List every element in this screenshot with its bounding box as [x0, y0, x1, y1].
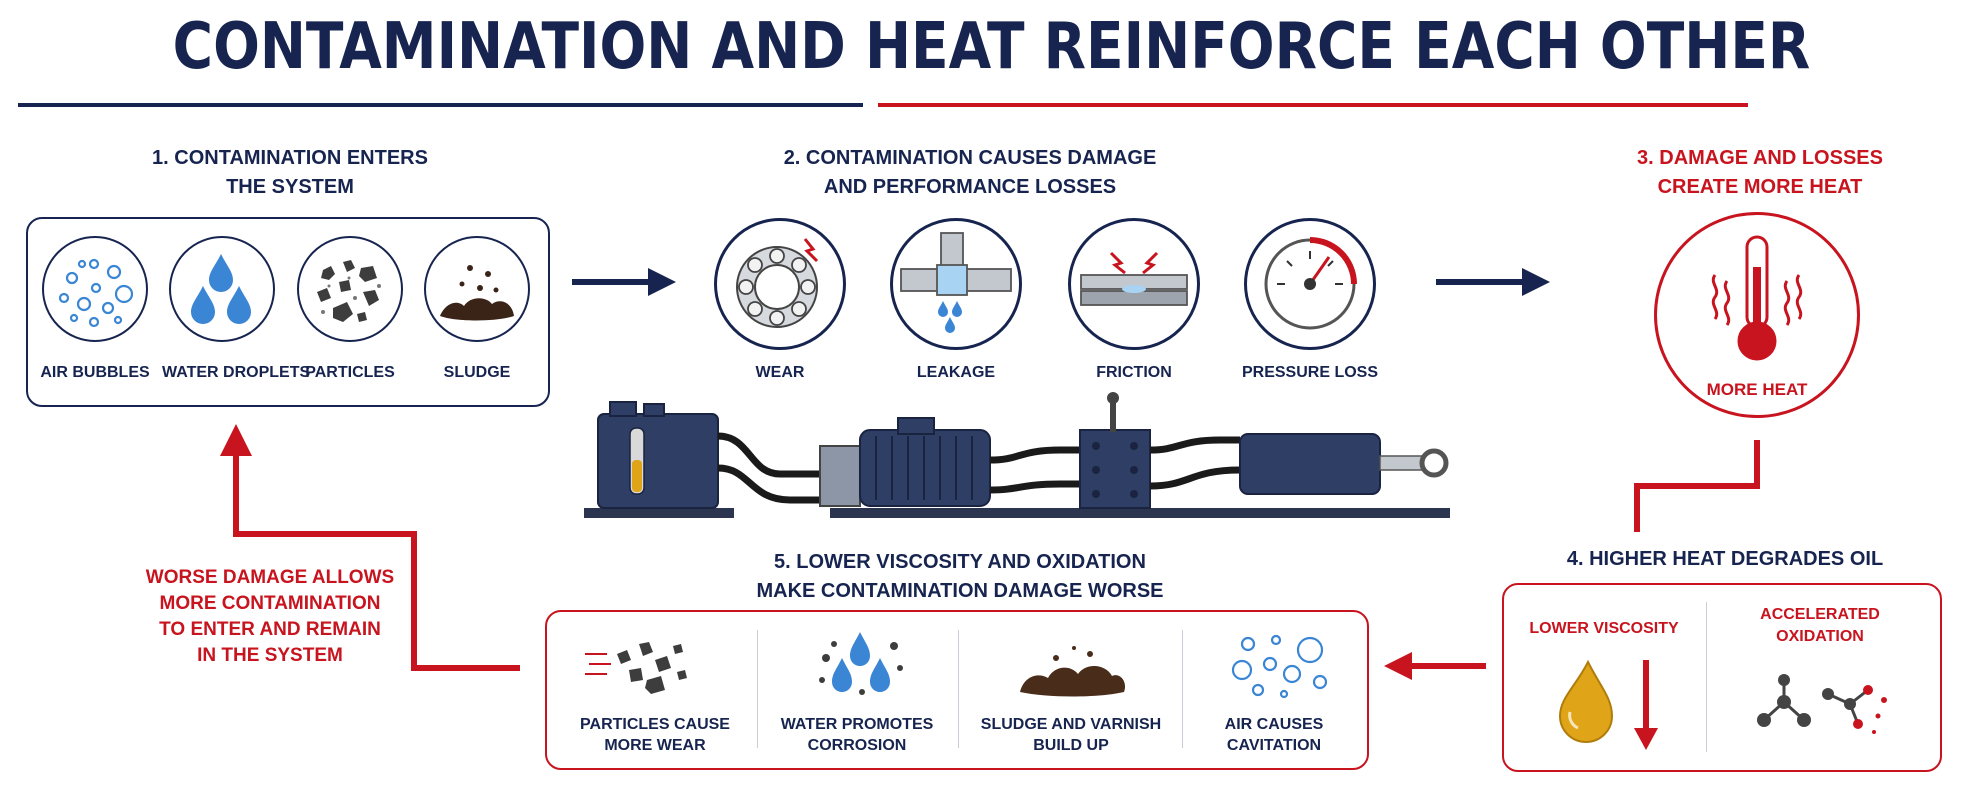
item-label-particles: PARTICLES	[305, 364, 395, 381]
sludge-varnish-label: SLUDGE AND VARNISH BUILD UP	[966, 714, 1176, 756]
arrow-left-icon	[1384, 652, 1486, 680]
water-corrosion-icon	[819, 632, 903, 695]
accelerated-oxidation-label: ACCELERATED OXIDATION	[1720, 606, 1920, 646]
sludge-varnish-line2: BUILD UP	[1033, 737, 1109, 754]
item-label-air-bubbles: AIR BUBBLES	[40, 364, 150, 381]
wear-bearing-icon	[714, 218, 846, 350]
item-label-wear: WEAR	[755, 364, 805, 381]
item-label-friction: FRICTION	[1096, 364, 1172, 381]
feedback-text: WORSE DAMAGE ALLOWS MORE CONTAMINATION T…	[120, 565, 420, 669]
particles-wear-icon	[585, 642, 687, 694]
arrow-right-icon	[572, 268, 676, 296]
step3-heading: 3. DAMAGE AND LOSSES CREATE MORE HEAT	[1590, 144, 1930, 202]
step2-heading: 2. CONTAMINATION CAUSES DAMAGE AND PERFO…	[700, 144, 1240, 202]
oxidation-molecule-icon	[1757, 674, 1887, 734]
step5-heading: 5. LOWER VISCOSITY AND OXIDATION MAKE CO…	[690, 548, 1230, 606]
item-label-leakage: LEAKAGE	[916, 364, 996, 381]
air-cavitation-line1: AIR CAUSES	[1224, 716, 1324, 733]
feedback-line3: TO ENTER AND REMAIN	[159, 619, 381, 640]
more-heat-label: MORE HEAT	[1706, 380, 1808, 399]
feedback-line1: WORSE DAMAGE ALLOWS	[145, 567, 395, 588]
title-underline-red	[878, 103, 1748, 107]
thermometer-icon	[1711, 235, 1803, 361]
divider	[1706, 602, 1707, 752]
lower-viscosity-label: LOWER VISCOSITY	[1529, 620, 1679, 637]
step5-heading-line1: 5. LOWER VISCOSITY AND OXIDATION	[774, 551, 1146, 573]
accelerated-oxidation-line2: OXIDATION	[1776, 628, 1864, 645]
particles-wear-line2: MORE WEAR	[604, 737, 706, 754]
friction-icon	[1068, 218, 1200, 350]
particles-wear-line1: PARTICLES CAUSE	[580, 716, 730, 733]
title-underline-navy	[18, 103, 863, 107]
water-corrosion-line2: CORROSION	[807, 737, 907, 754]
worse-damage-panel	[545, 610, 1369, 770]
leakage-pipe-icon	[890, 218, 1022, 350]
arrow-down-icon	[1634, 660, 1658, 750]
item-label-pressure-loss: PRESSURE LOSS	[1241, 364, 1379, 381]
divider	[757, 630, 758, 748]
page-title: CONTAMINATION AND HEAT REINFORCE EACH OT…	[172, 10, 1811, 84]
sludge-varnish-icon	[1020, 646, 1126, 697]
step3-heading-line2: CREATE MORE HEAT	[1657, 176, 1863, 198]
water-corrosion-label: WATER PROMOTES CORROSION	[762, 714, 952, 756]
feedback-line2: MORE CONTAMINATION	[159, 593, 381, 614]
hydraulic-system-illustration	[584, 392, 1450, 518]
divider	[1182, 630, 1183, 748]
air-cavitation-line2: CAVITATION	[1226, 737, 1322, 754]
particles-icon	[297, 236, 403, 342]
divider	[958, 630, 959, 748]
oil-drop-icon	[1558, 659, 1658, 750]
water-droplets-icon	[169, 236, 275, 342]
item-label-sludge: SLUDGE	[443, 364, 511, 381]
air-cavitation-label: AIR CAUSES CAVITATION	[1186, 714, 1362, 756]
connector-path	[1634, 440, 1760, 532]
item-label-water-droplets: WATER DROPLETS	[162, 364, 311, 381]
step4-heading: 4. HIGHER HEAT DEGRADES OIL	[1566, 548, 1884, 570]
particles-wear-label: PARTICLES CAUSE MORE WEAR	[560, 714, 750, 756]
more-heat-circle	[1654, 212, 1860, 418]
air-bubbles-icon	[42, 236, 148, 342]
feedback-loop-arrow	[220, 424, 520, 671]
step5-heading-line2: MAKE CONTAMINATION DAMAGE WORSE	[756, 580, 1164, 602]
accelerated-oxidation-line1: ACCELERATED	[1760, 606, 1880, 623]
pressure-gauge-icon	[1244, 218, 1376, 350]
step3-heading-line1: 3. DAMAGE AND LOSSES	[1637, 147, 1883, 169]
sludge-varnish-line1: SLUDGE AND VARNISH	[980, 716, 1162, 733]
arrow-right-icon	[1436, 268, 1550, 296]
step2-heading-line1: 2. CONTAMINATION CAUSES DAMAGE	[783, 147, 1157, 169]
step1-heading-line1: 1. CONTAMINATION ENTERS	[152, 147, 428, 169]
feedback-line4: IN THE SYSTEM	[197, 645, 343, 666]
step1-heading-line2: THE SYSTEM	[226, 176, 354, 198]
water-corrosion-line1: WATER PROMOTES	[780, 716, 934, 733]
step1-heading: 1. CONTAMINATION ENTERS THE SYSTEM	[40, 144, 540, 202]
step2-heading-line2: AND PERFORMANCE LOSSES	[823, 176, 1117, 198]
air-cavitation-icon	[1231, 634, 1328, 699]
sludge-icon	[424, 236, 530, 342]
